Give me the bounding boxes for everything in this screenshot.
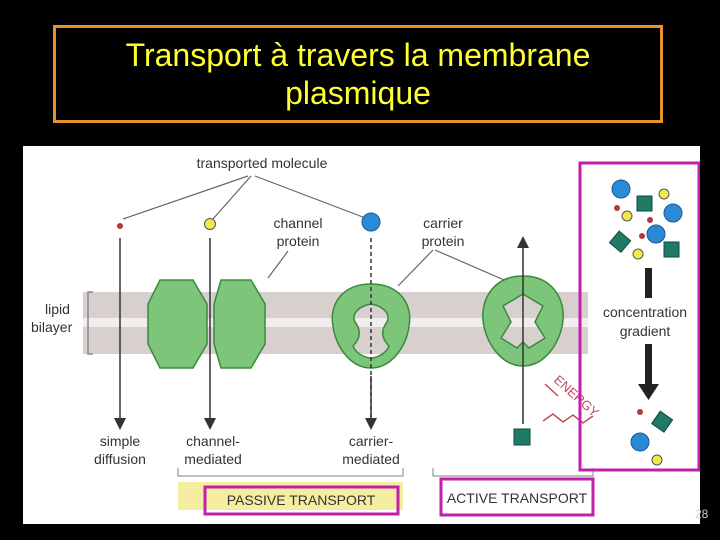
simple-diffusion-path bbox=[114, 223, 126, 430]
slide-title-line-2: plasmique bbox=[285, 75, 431, 111]
label-passive-transport: PASSIVE TRANSPORT bbox=[227, 492, 376, 508]
label-channel-2: protein bbox=[277, 233, 320, 249]
bilayer-bracket bbox=[87, 291, 93, 355]
gradient-highlight-box bbox=[578, 161, 700, 472]
label-lipid-2: bilayer bbox=[31, 319, 73, 335]
label-carrier-1: carrier bbox=[423, 215, 463, 231]
label-channel-mediated-1: channel- bbox=[186, 433, 240, 449]
label-active-transport: ACTIVE TRANSPORT bbox=[447, 490, 588, 506]
slide-title-box: Transport à travers la membrane plasmiqu… bbox=[53, 25, 663, 123]
label-gradient: gradient bbox=[620, 323, 671, 339]
channel-leader-line bbox=[267, 250, 289, 279]
gradient-arrow-top bbox=[645, 268, 652, 298]
passive-bracket bbox=[177, 468, 404, 477]
label-transported-molecule: transported molecule bbox=[197, 155, 328, 171]
label-carrier-mediated-2: mediated bbox=[342, 451, 400, 467]
label-channel-1: channel bbox=[273, 215, 322, 231]
label-simple-2: diffusion bbox=[94, 451, 146, 467]
carrier-protein-passive bbox=[331, 212, 411, 430]
slide-title-line-1: Transport à travers la membrane bbox=[125, 37, 591, 73]
label-carrier-mediated-1: carrier- bbox=[349, 433, 394, 449]
label-carrier-2: protein bbox=[422, 233, 465, 249]
figure-svg: transported molecule lipid bilayer chann… bbox=[31, 155, 700, 517]
low-concentration-cluster bbox=[630, 409, 674, 466]
label-concentration: concentration bbox=[603, 304, 687, 320]
small-molecule-red bbox=[117, 223, 123, 229]
teal-molecule-square bbox=[513, 428, 531, 446]
label-lipid-1: lipid bbox=[45, 301, 70, 317]
label-channel-mediated-2: mediated bbox=[184, 451, 242, 467]
transported-molecule-leader-lines bbox=[122, 175, 369, 220]
passive-highlight-box bbox=[203, 485, 400, 516]
carrier-leader-lines bbox=[397, 249, 519, 287]
high-concentration-cluster bbox=[608, 179, 683, 260]
active-highlight-box bbox=[439, 477, 595, 517]
membrane-transport-figure: transported molecule lipid bilayer chann… bbox=[23, 146, 700, 524]
blue-molecule bbox=[361, 212, 381, 232]
label-simple-1: simple bbox=[100, 433, 141, 449]
gradient-arrow-down bbox=[638, 344, 659, 400]
label-energy: ENERGY bbox=[551, 372, 602, 420]
page-number: 28 bbox=[695, 507, 709, 521]
channel-protein bbox=[147, 218, 266, 430]
active-bracket bbox=[432, 468, 594, 477]
yellow-molecule bbox=[204, 218, 216, 230]
